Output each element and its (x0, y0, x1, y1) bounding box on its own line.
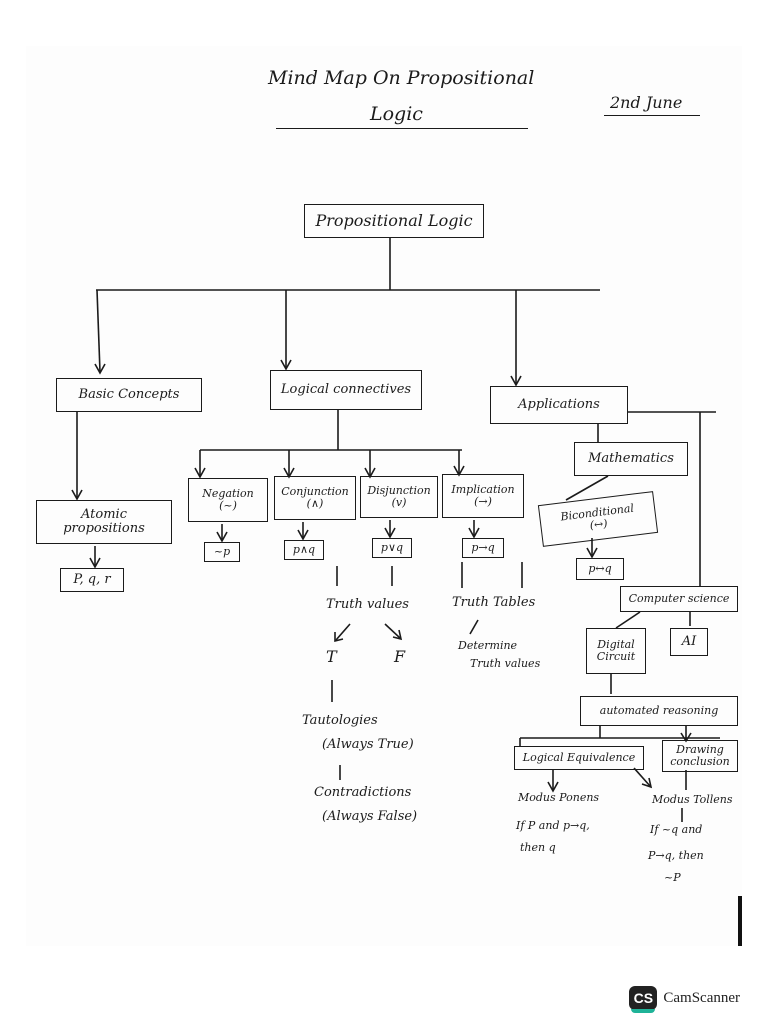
always-true-label: (Always True) (322, 737, 414, 752)
modus-ponens-label: Modus Ponens (518, 791, 600, 804)
implication-example: p→q (462, 538, 504, 558)
pqr-node: P, q, r (60, 568, 124, 592)
drawing-line2: conclusion (670, 755, 730, 768)
logical-connectives-node: Logical connectives (270, 370, 422, 410)
tollens-line2: P→q, then (648, 849, 704, 862)
camscanner-logo-icon: CS (629, 986, 658, 1013)
mathematics-node: Mathematics (574, 442, 688, 476)
paper-sheet (26, 46, 742, 946)
disjunction-label: Disjunction (367, 484, 431, 498)
mind-map-title-line1: Mind Map On Propositional (268, 67, 535, 89)
basic-concepts-node: Basic Concepts (56, 378, 202, 412)
disjunction-example: p∨q (372, 538, 412, 558)
biconditional-example: p↔q (576, 558, 624, 580)
implication-symbol: (→) (474, 495, 492, 508)
tollens-line1: If ~q and (650, 823, 703, 836)
conjunction-symbol: (∧) (306, 497, 324, 510)
digital-line1: Digital (597, 638, 635, 652)
automated-reasoning-node: automated reasoning (580, 696, 738, 726)
drawing-conclusion-node: Drawing conclusion (662, 740, 738, 772)
always-false-label: (Always False) (322, 809, 418, 824)
digital-line2: Circuit (596, 650, 636, 663)
determine-line2: Truth values (470, 657, 541, 670)
computer-science-node: Computer science (620, 586, 738, 612)
implication-label: Implication (451, 483, 515, 497)
page-edge-mark (738, 896, 742, 946)
camscanner-brand: CamScanner (663, 989, 740, 1006)
false-label: F (394, 647, 406, 666)
conjunction-label: Conjunction (281, 485, 349, 499)
ai-node: AI (670, 628, 708, 656)
atomic-propositions-node: Atomic propositions (36, 500, 172, 544)
tautologies-label: Tautologies (302, 713, 378, 728)
conjunction-example: p∧q (284, 540, 324, 560)
date-label: 2nd June (610, 93, 683, 112)
negation-label: Negation (202, 487, 254, 501)
ponens-line2: then q (520, 841, 556, 854)
tollens-line3: ~P (664, 871, 681, 884)
contradictions-label: Contradictions (314, 785, 412, 800)
ponens-line1: If P and p→q, (516, 819, 590, 832)
biconditional-line2: (↔) (589, 516, 609, 532)
truth-tables-label: Truth Tables (452, 595, 536, 610)
applications-node: Applications (490, 386, 628, 424)
disjunction-node: Disjunction (v) (360, 476, 438, 518)
conjunction-node: Conjunction (∧) (274, 476, 356, 520)
true-label: T (326, 647, 337, 666)
determine-line1: Determine (458, 639, 518, 652)
disjunction-symbol: (v) (391, 496, 407, 509)
drawing-line1: Drawing (676, 743, 724, 757)
date-underline (604, 115, 700, 116)
title-underline (276, 128, 528, 129)
negation-symbol: (~) (219, 499, 237, 512)
camscanner-watermark: CS CamScanner (629, 986, 740, 1013)
mind-map-title-line2: Logic (370, 103, 423, 125)
atomic-line2: propositions (63, 521, 145, 536)
truth-values-label: Truth values (326, 597, 409, 612)
negation-example: ~p (204, 542, 240, 562)
logical-equivalence-node: Logical Equivalence (514, 746, 644, 770)
root-node-propositional-logic: Propositional Logic (304, 204, 484, 238)
implication-node: Implication (→) (442, 474, 524, 518)
modus-tollens-label: Modus Tollens (652, 793, 733, 806)
negation-node: Negation (~) (188, 478, 268, 522)
digital-circuit-node: Digital Circuit (586, 628, 646, 674)
atomic-line1: Atomic (81, 507, 127, 523)
